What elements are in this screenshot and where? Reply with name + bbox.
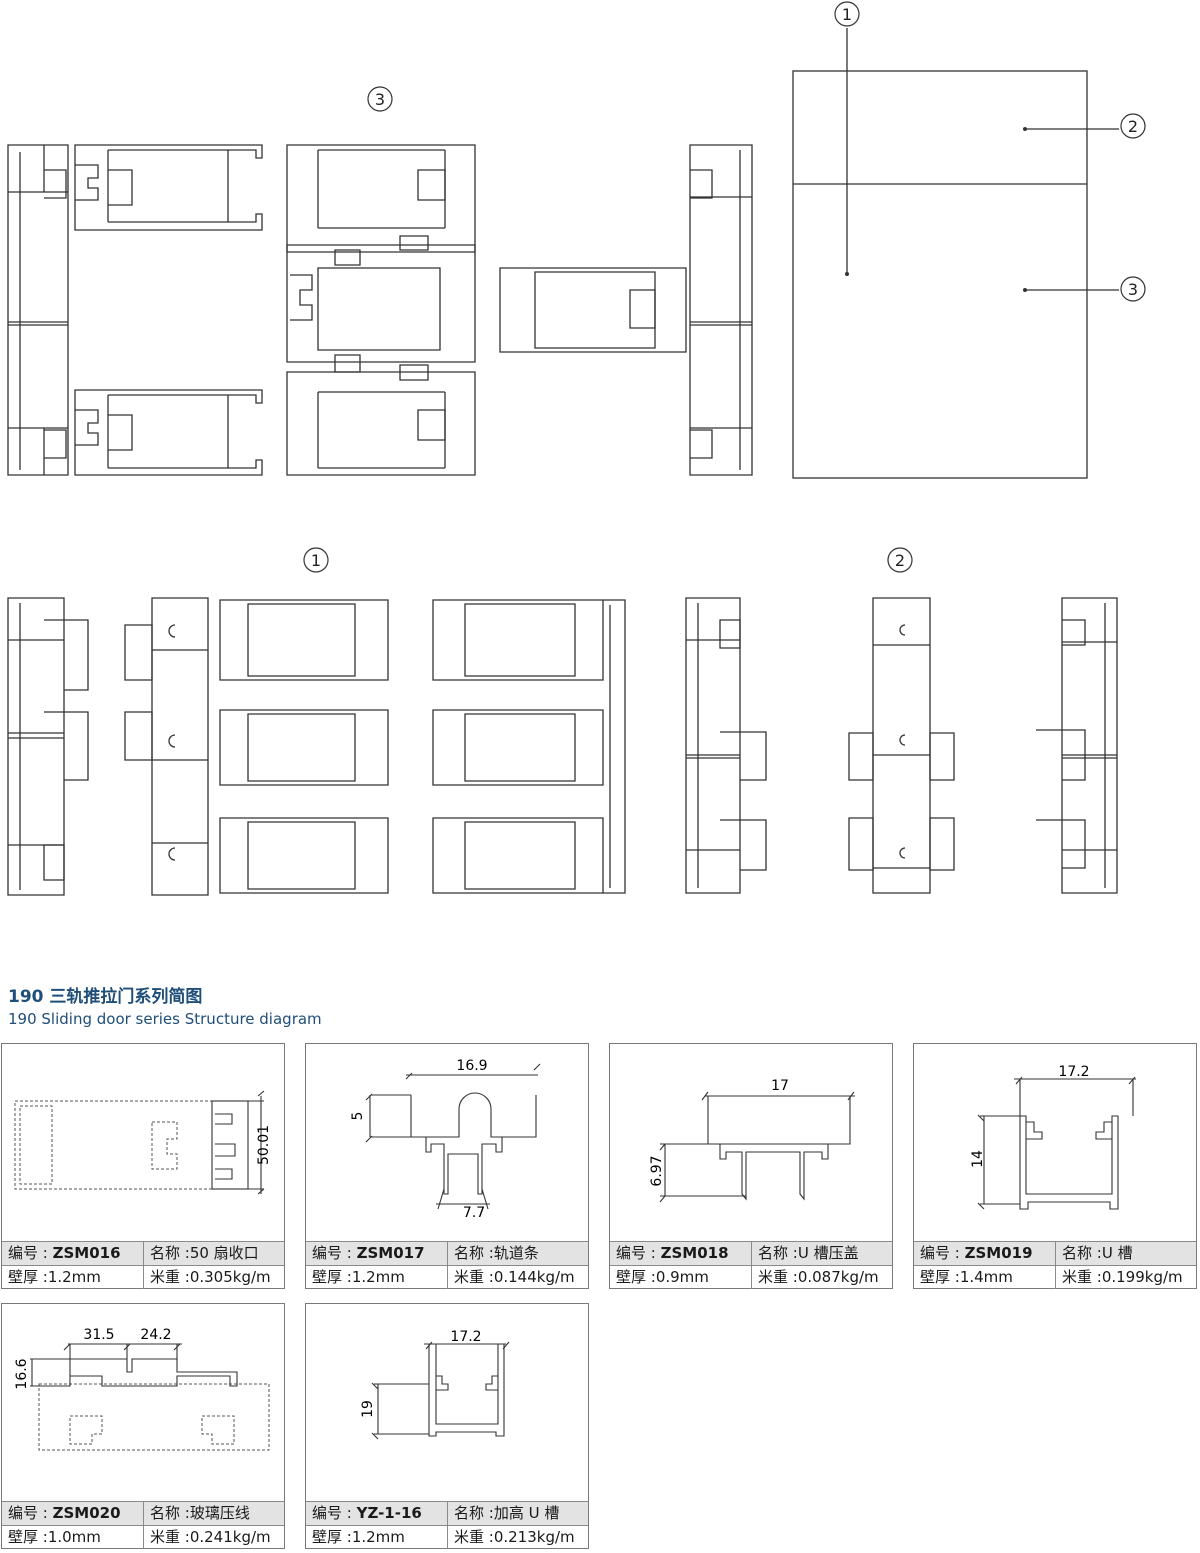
wall-label: 壁厚 :: [8, 1528, 48, 1546]
profile-name: U 槽: [1101, 1244, 1133, 1262]
profile-card: 31.5 24.2 16.6 编号 : ZSM020 名称 :玻璃压线 壁厚 :…: [1, 1303, 285, 1549]
code-label: 编号 :: [312, 1504, 357, 1522]
wall-label: 壁厚 :: [8, 1268, 48, 1286]
dimension-label: 24.2: [140, 1327, 171, 1343]
code-label: 编号 :: [616, 1244, 661, 1262]
code-label: 编号 :: [920, 1244, 965, 1262]
profile-wall: 1.2mm: [351, 1528, 405, 1546]
callout-label: 1: [311, 551, 321, 570]
profile-drawing: 16.9 5 7.7: [350, 1058, 541, 1221]
heading-title-en: 190 Sliding door series Structure diagra…: [8, 1010, 322, 1028]
dimension-label: 14: [970, 1150, 986, 1168]
profile-drawing: 17 6.97: [649, 1078, 855, 1203]
dimension-label: 50.01: [256, 1125, 272, 1165]
profile-weight: 0.305kg/m: [189, 1268, 271, 1286]
profile-weight: 0.144kg/m: [493, 1268, 575, 1286]
dimension-label: 16.6: [14, 1358, 30, 1389]
section-heading: 190 三轨推拉门系列简图 190 Sliding door series St…: [8, 986, 322, 1030]
heading-title-zh: 190 三轨推拉门系列简图: [8, 987, 203, 1007]
section-group-1: [7, 597, 626, 896]
name-label: 名称 :: [454, 1504, 494, 1522]
profile-weight: 0.199kg/m: [1101, 1268, 1183, 1286]
wall-label: 壁厚 :: [312, 1268, 352, 1286]
profile-name: U 槽压盖: [797, 1244, 859, 1262]
callout-label: 2: [895, 551, 905, 570]
dimension-label: 19: [360, 1400, 376, 1418]
profile-wall: 1.2mm: [47, 1268, 101, 1286]
profile-wall: 1.4mm: [959, 1268, 1013, 1286]
dimension-label: 7.7: [463, 1205, 485, 1221]
weight-label: 米重 :: [1062, 1268, 1102, 1286]
profile-drawing: 50.01: [14, 1090, 272, 1195]
code-label: 编号 :: [8, 1244, 53, 1262]
profile-drawing: 31.5 24.2 16.6: [14, 1327, 270, 1451]
profile-card: 50.01 编号 : ZSM016 名称 :50 扇收口 壁厚 :1.2mm 米…: [1, 1043, 285, 1289]
profile-name: 玻璃压线: [189, 1504, 250, 1522]
profile-name: 50 扇收口: [189, 1244, 259, 1262]
dimension-label: 17: [771, 1078, 789, 1094]
callout-label: 3: [1128, 280, 1138, 299]
dimension-label: 31.5: [83, 1327, 114, 1343]
code-label: 编号 :: [8, 1504, 53, 1522]
dimension-label: 17.2: [1058, 1064, 1089, 1080]
profile-weight: 0.213kg/m: [493, 1528, 575, 1546]
callout-label: 3: [375, 90, 385, 109]
dimension-label: 6.97: [649, 1155, 665, 1186]
profile-weight: 0.087kg/m: [797, 1268, 879, 1286]
weight-label: 米重 :: [454, 1268, 494, 1286]
profile-name: 加高 U 槽: [493, 1504, 560, 1522]
profile-wall: 1.2mm: [351, 1268, 405, 1286]
name-label: 名称 :: [150, 1504, 190, 1522]
callout-label: 2: [1128, 117, 1138, 136]
name-label: 名称 :: [1062, 1244, 1102, 1262]
profile-card: 17 6.97 编号 : ZSM018 名称 :U 槽压盖 壁厚 :0.9mm …: [609, 1043, 893, 1289]
wall-label: 壁厚 :: [616, 1268, 656, 1286]
weight-label: 米重 :: [758, 1268, 798, 1286]
dimension-label: 17.2: [450, 1329, 481, 1345]
profile-code: ZSM017: [356, 1244, 425, 1262]
profile-wall: 1.0mm: [47, 1528, 101, 1546]
weight-label: 米重 :: [150, 1528, 190, 1546]
name-label: 名称 :: [758, 1244, 798, 1262]
name-label: 名称 :: [454, 1244, 494, 1262]
profile-weight: 0.241kg/m: [189, 1528, 271, 1546]
callout-label: 1: [842, 5, 852, 24]
section-diagram: 3 1 2 3 1 2: [7, 1, 1146, 896]
code-label: 编号 :: [312, 1244, 357, 1262]
wall-label: 壁厚 :: [312, 1528, 352, 1546]
profile-code: ZSM019: [964, 1244, 1033, 1262]
weight-label: 米重 :: [454, 1528, 494, 1546]
profile-wall: 0.9mm: [655, 1268, 709, 1286]
weight-label: 米重 :: [150, 1268, 190, 1286]
dimension-label: 16.9: [456, 1058, 487, 1074]
profile-card: 17.2 19 编号 : YZ-1-16 名称 :加高 U 槽 壁厚 :1.2m…: [305, 1303, 589, 1549]
profile-drawing: 17.2 19: [360, 1329, 510, 1440]
wall-label: 壁厚 :: [920, 1268, 960, 1286]
name-label: 名称 :: [150, 1244, 190, 1262]
section-group-3: [7, 144, 753, 476]
door-elevation: [792, 28, 1119, 479]
profile-name: 轨道条: [493, 1244, 539, 1262]
dimension-label: 5: [350, 1112, 366, 1121]
profile-code: ZSM020: [52, 1504, 121, 1522]
profile-card: 17.2 14 编号 : ZSM019 名称 :U 槽 壁厚 :1.4mm 米重…: [913, 1043, 1197, 1289]
profile-code: ZSM018: [660, 1244, 729, 1262]
profile-drawing: 17.2 14: [970, 1064, 1136, 1210]
profile-card: 16.9 5 7.7 编号 : ZSM017 名称 :轨道条 壁厚 :1.2mm…: [305, 1043, 589, 1289]
profile-code: ZSM016: [52, 1244, 121, 1262]
profile-code: YZ-1-16: [356, 1504, 422, 1522]
section-group-2: [685, 597, 1118, 894]
